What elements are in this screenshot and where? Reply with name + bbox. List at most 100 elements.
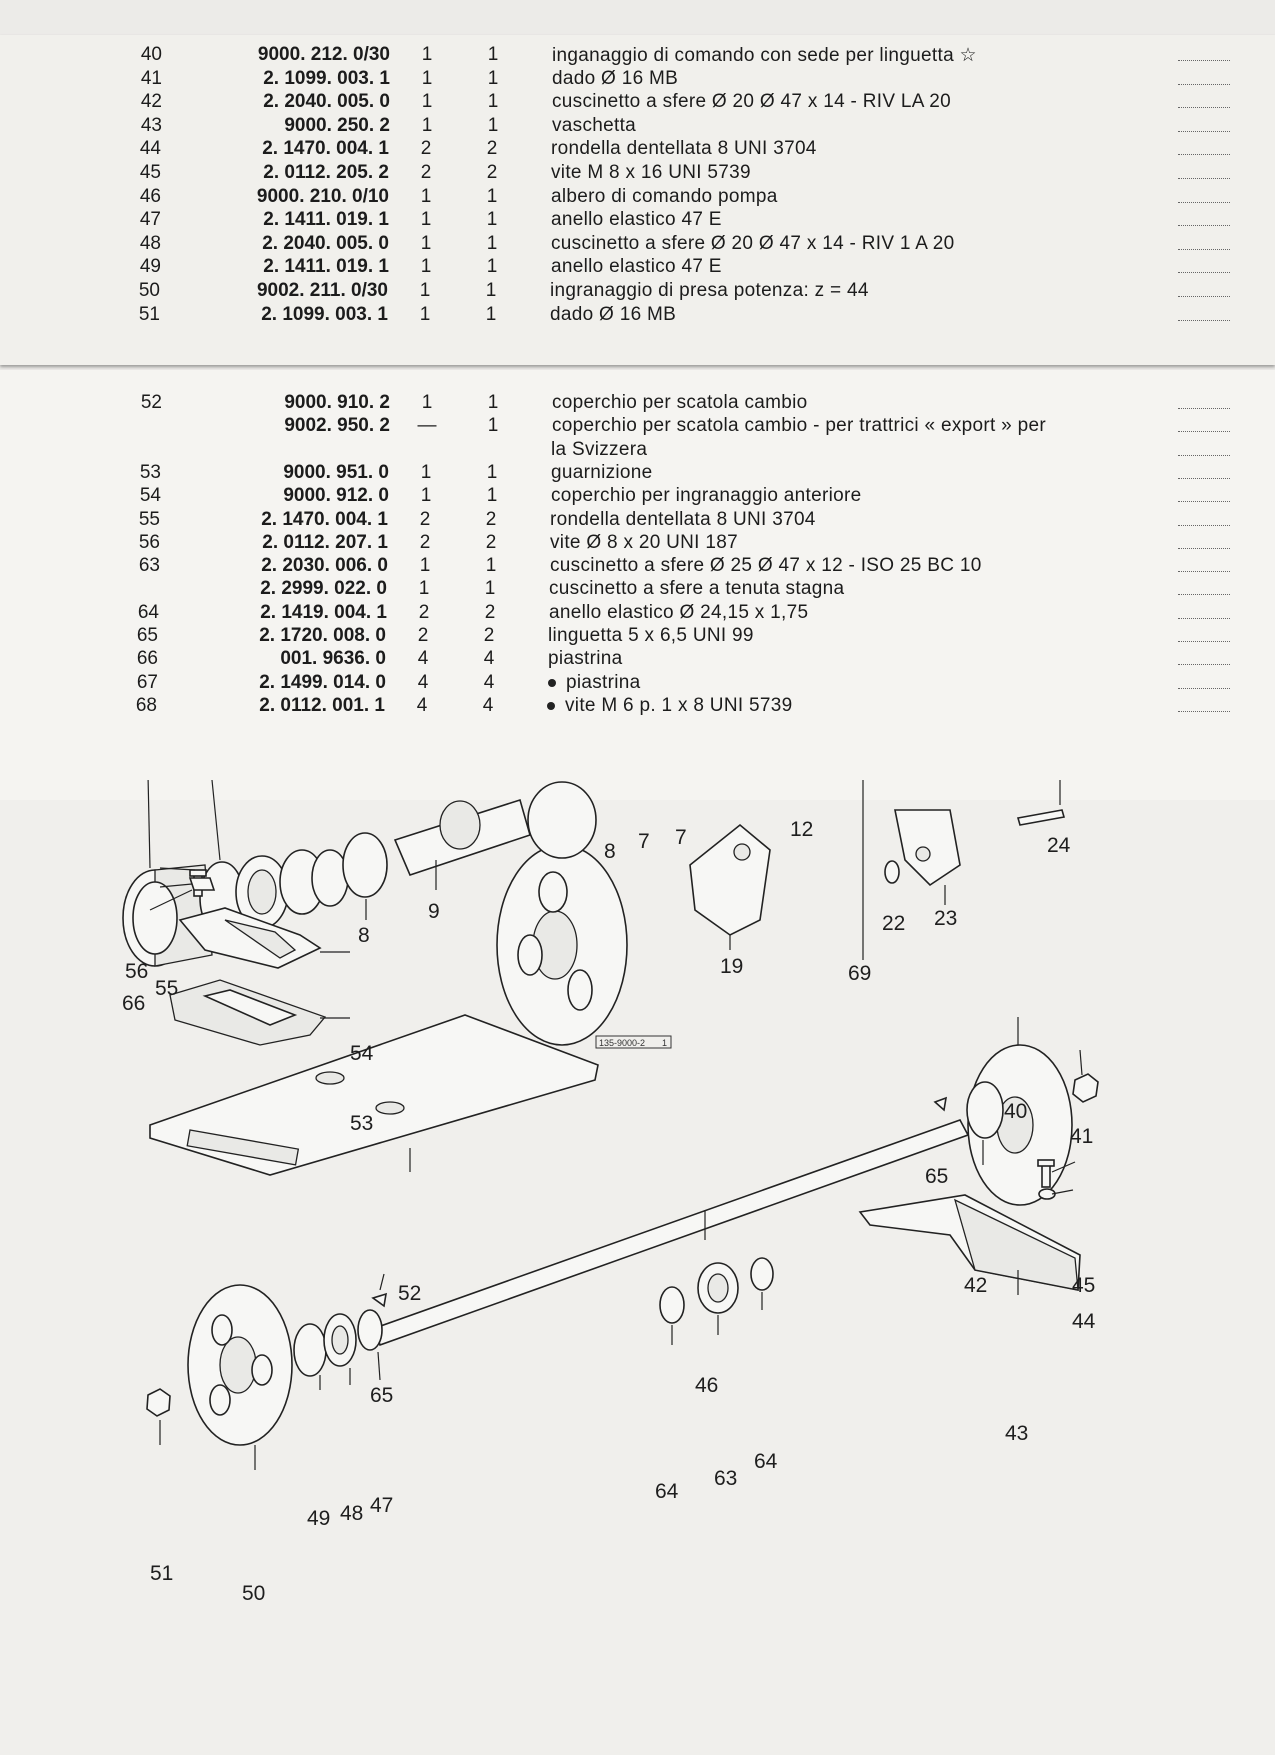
row-part-code-text: 2. 1411. 019. 1 — [263, 209, 389, 231]
gear-50 — [187, 1284, 293, 1446]
row-position: 48 — [111, 233, 161, 255]
row-description-text: ingranaggio di presa potenza: z = 44 — [550, 280, 869, 301]
row-part-code-text: 9000. 910. 2 — [284, 392, 390, 413]
row-qty-b-text: 1 — [487, 67, 499, 89]
row-position-text: 68 — [135, 694, 157, 716]
callout-53: 53 — [350, 1112, 373, 1135]
row-dotted-leader — [1178, 138, 1230, 156]
row-qty-b-text: 1 — [486, 209, 498, 231]
row-part-code: 2. 1470. 004. 1 — [199, 138, 389, 160]
row-qty-b-text: 4 — [483, 648, 495, 670]
row-qty-a-text: 4 — [417, 648, 429, 670]
row-part-code: 9000. 910. 2 — [200, 392, 390, 414]
row-qty-a-text: 1 — [419, 303, 431, 325]
row-qty-b-text: 2 — [485, 508, 497, 530]
row-position-text: 44 — [139, 138, 161, 160]
row-position-text: 64 — [137, 601, 159, 623]
callout-48: 48 — [340, 1502, 363, 1525]
row-qty-b-text: 1 — [485, 303, 497, 325]
row-position: 50 — [110, 280, 160, 302]
row-qty-b: 1 — [481, 280, 501, 302]
row-qty-b: 1 — [483, 44, 503, 66]
row-qty-a-text: 1 — [420, 461, 432, 483]
row-position-text: 63 — [138, 555, 160, 577]
row-part-code: 2. 1419. 004. 1 — [197, 602, 387, 624]
callout-12: 12 — [790, 818, 813, 841]
drawing-ref-box — [595, 1035, 672, 1049]
callout-64a: 64 — [655, 1480, 679, 1503]
gear-large-upper — [496, 844, 628, 1046]
shaft-9 — [393, 798, 531, 876]
row-part-code: 9000. 250. 2 — [200, 115, 390, 137]
row-description: dado Ø 16 MB — [552, 68, 678, 90]
row-description-text: anello elastico Ø 24,15 x 1,75 — [549, 601, 809, 623]
gasket-53 — [169, 979, 327, 1046]
row-part-code: 2. 1720. 008. 0 — [196, 625, 386, 647]
row-qty-a-text: 2 — [420, 138, 432, 160]
callout-49: 49 — [307, 1507, 330, 1530]
row-description-text: cuscinetto a sfere Ø 20 Ø 47 x 14 - RIV … — [551, 232, 955, 254]
callout-23: 23 — [934, 907, 957, 930]
callout-69: 69 — [848, 962, 871, 985]
row-dotted-leader — [1178, 233, 1230, 250]
row-qty-b-text: 1 — [486, 185, 498, 207]
row-part-code-text: 2. 1720. 008. 0 — [259, 625, 386, 646]
row-qty-b: 1 — [481, 555, 501, 577]
drawing-ref-sheet: 1 — [662, 1038, 667, 1048]
callout-7c: 7 — [638, 830, 650, 853]
row-qty-a-text: 1 — [420, 185, 432, 207]
row-position-text: 52 — [140, 392, 162, 413]
cover-54 — [178, 907, 322, 969]
row-description-text: inganaggio di comando con sede per lingu… — [552, 45, 977, 66]
row-position: 40 — [112, 44, 162, 66]
row-part-code-text: 2. 2999. 022. 0 — [260, 578, 387, 600]
row-description: vite Ø 8 x 20 UNI 187 — [550, 532, 738, 554]
row-position: 44 — [111, 138, 161, 160]
row-part-code-text: 2. 2040. 005. 0 — [263, 91, 390, 113]
row-qty-b: 2 — [480, 602, 500, 624]
row-qty-a: — — [417, 415, 437, 437]
row-part-code-text: 9000. 951. 0 — [283, 461, 389, 483]
row-qty-b: 1 — [482, 256, 502, 278]
row-position-text: 46 — [139, 185, 161, 207]
row-description: cuscinetto a sfere Ø 20 Ø 47 x 14 - RIV … — [552, 91, 951, 113]
row-description: rondella dentellata 8 UNI 3704 — [551, 138, 817, 160]
row-position: 42 — [112, 91, 162, 113]
row-qty-a-text: 1 — [421, 392, 433, 413]
row-qty-b: 1 — [483, 415, 503, 437]
row-qty-a: 1 — [415, 280, 435, 302]
row-qty-b-text: 2 — [484, 601, 496, 623]
row-dotted-leader — [1178, 91, 1230, 109]
row-part-code: 2. 1411. 019. 1 — [199, 256, 389, 278]
row-part-code-text: 001. 9636. 0 — [280, 648, 386, 670]
row-position: 65 — [108, 625, 158, 647]
row-description-text: la Svizzera — [551, 438, 648, 460]
callout-66: 66 — [122, 992, 145, 1015]
row-position: 43 — [112, 115, 162, 137]
callout-45: 45 — [1072, 1274, 1095, 1297]
callout-4: 4 — [140, 780, 152, 785]
row-qty-a-text: 2 — [417, 625, 429, 646]
row-qty-a-text: 1 — [418, 578, 430, 600]
callout-9: 9 — [428, 900, 440, 923]
row-position-text: 41 — [140, 67, 162, 89]
row-qty-b: 2 — [481, 509, 501, 531]
row-description: guarnizione — [551, 462, 653, 484]
callout-7d: 7 — [675, 826, 687, 849]
row-dotted-leader — [1178, 256, 1230, 274]
row-qty-a-text: 1 — [420, 256, 432, 278]
row-dotted-leader — [1178, 68, 1230, 85]
row-part-code-text: 2. 2040. 005. 0 — [262, 232, 389, 254]
row-qty-a-text: 1 — [420, 485, 432, 507]
row-qty-b: 1 — [483, 392, 503, 414]
row-qty-a-text: 4 — [417, 671, 429, 693]
row-part-code: 2. 1099. 003. 1 — [200, 68, 390, 90]
